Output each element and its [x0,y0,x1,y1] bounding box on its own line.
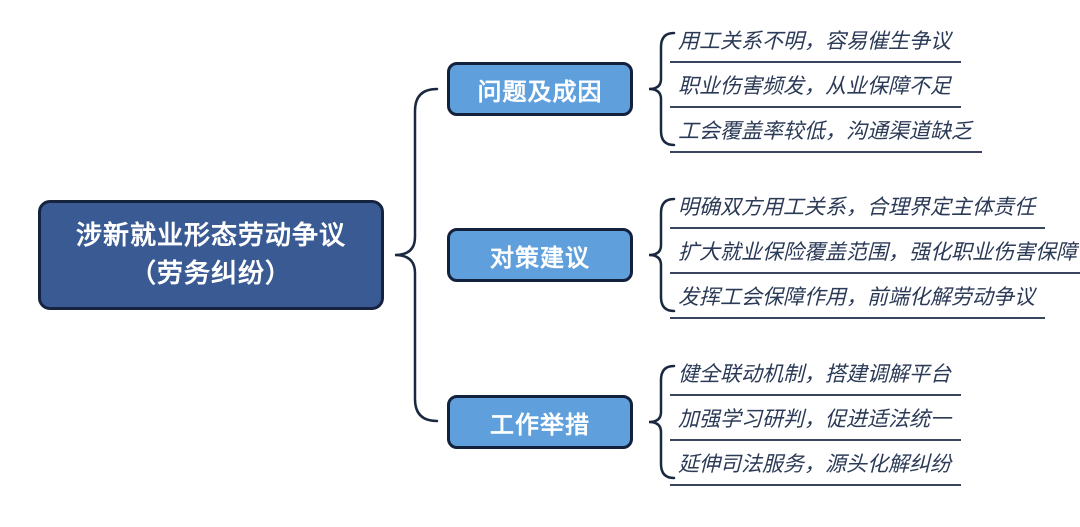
branch-label: 工作举措 [490,411,590,439]
leaf-item[interactable]: 加强学习研判，促进适法统一 [670,406,961,441]
branch-brace-connector [648,31,676,147]
root-title-line1: 涉新就业形态劳动争议 [75,220,346,251]
branch-label: 对策建议 [490,244,590,272]
leaf-item[interactable]: 健全联动机制，搭建调解平台 [670,361,961,396]
branch-brace-connector [648,197,676,313]
branch-node-problems[interactable]: 问题及成因 [447,62,633,116]
leaf-item[interactable]: 发挥工会保障作用，前端化解劳动争议 [670,284,1045,319]
root-node[interactable]: 涉新就业形态劳动争议 （劳务纠纷） [38,200,384,310]
branch-brace-connector [648,364,676,480]
root-title-line2: （劳务纠纷） [129,258,292,288]
leaf-item[interactable]: 明确双方用工关系，合理界定主体责任 [670,194,1045,229]
leaf-item[interactable]: 用工关系不明，容易催生争议 [670,28,961,63]
leaf-item[interactable]: 延伸司法服务，源头化解纠纷 [670,451,961,486]
leaf-item[interactable]: 扩大就业保险覆盖范围，强化职业伤害保障 [670,239,1080,274]
branch-node-suggestions[interactable]: 对策建议 [447,228,633,282]
root-brace-connector [394,87,439,423]
branch-label: 问题及成因 [477,78,603,106]
leaf-item[interactable]: 工会覆盖率较低，沟通渠道缺乏 [670,118,982,153]
leaf-item[interactable]: 职业伤害频发，从业保障不足 [670,73,961,108]
branch-node-measures[interactable]: 工作举措 [447,395,633,449]
